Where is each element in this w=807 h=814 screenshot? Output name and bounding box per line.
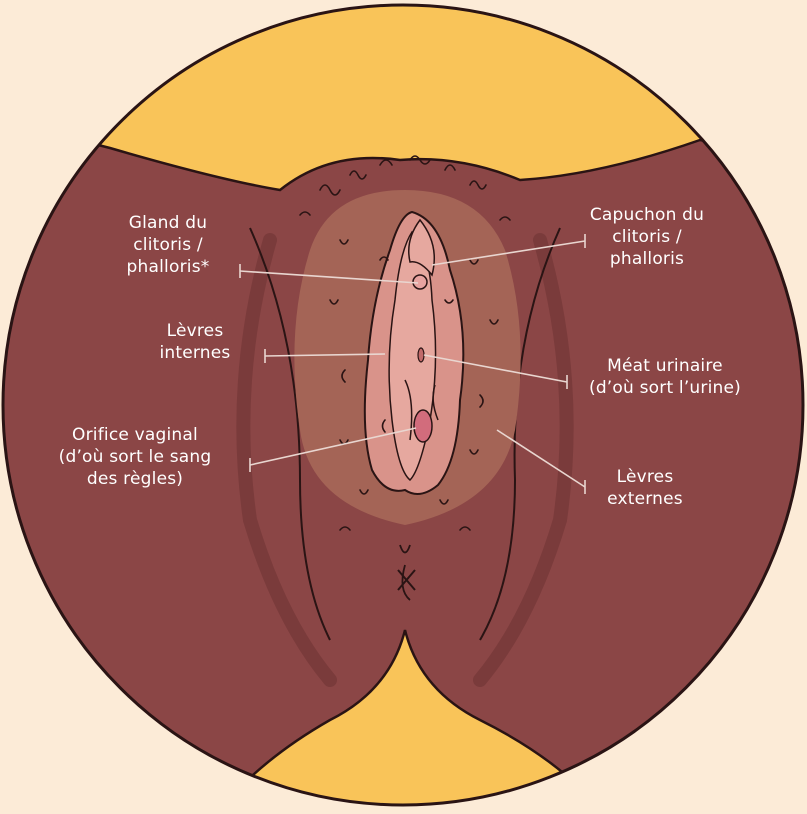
vaginal-orifice — [414, 410, 432, 442]
label-orifice-vaginal: Orifice vaginal (d’où sort le sang des r… — [30, 424, 240, 490]
label-capuchon-du-clitoris: Capuchon du clitoris / phalloris — [567, 204, 727, 270]
label-gland-du-clitoris: Gland du clitoris / phalloris* — [108, 212, 228, 278]
clitoral-glans — [413, 275, 427, 289]
label-meat-urinaire: Méat urinaire (d’où sort l’urine) — [570, 355, 760, 399]
label-levres-externes: Lèvres externes — [585, 466, 705, 510]
urethral-meatus — [418, 348, 424, 362]
label-levres-internes: Lèvres internes — [130, 320, 260, 364]
